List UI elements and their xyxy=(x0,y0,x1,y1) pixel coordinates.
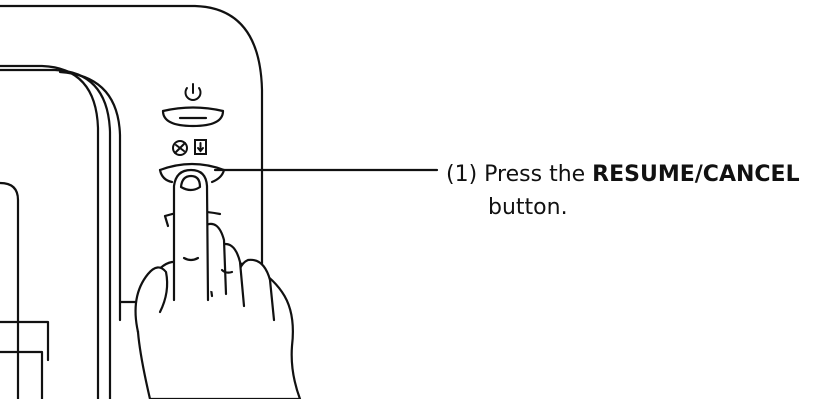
power-icon xyxy=(184,83,202,101)
callout-text: (1) Press the RESUME/CANCEL button. xyxy=(446,158,830,224)
callout-suffix: button. xyxy=(488,195,568,220)
printer-body-outline xyxy=(0,4,264,399)
callout-line-1: (1) Press the RESUME/CANCEL xyxy=(446,158,830,191)
power-button[interactable] xyxy=(161,106,225,128)
callout-line-2: button. xyxy=(446,191,830,224)
hand-illustration xyxy=(134,168,302,399)
paper-feed-icon xyxy=(194,139,207,155)
resume-cancel-icon xyxy=(172,140,188,156)
printer-output-tray xyxy=(0,64,264,399)
resume-cancel-button[interactable] xyxy=(158,162,226,184)
step-number: (1) xyxy=(446,162,478,187)
button-name: RESUME/CANCEL xyxy=(592,162,800,187)
callout-instruction: Press the xyxy=(484,162,586,187)
